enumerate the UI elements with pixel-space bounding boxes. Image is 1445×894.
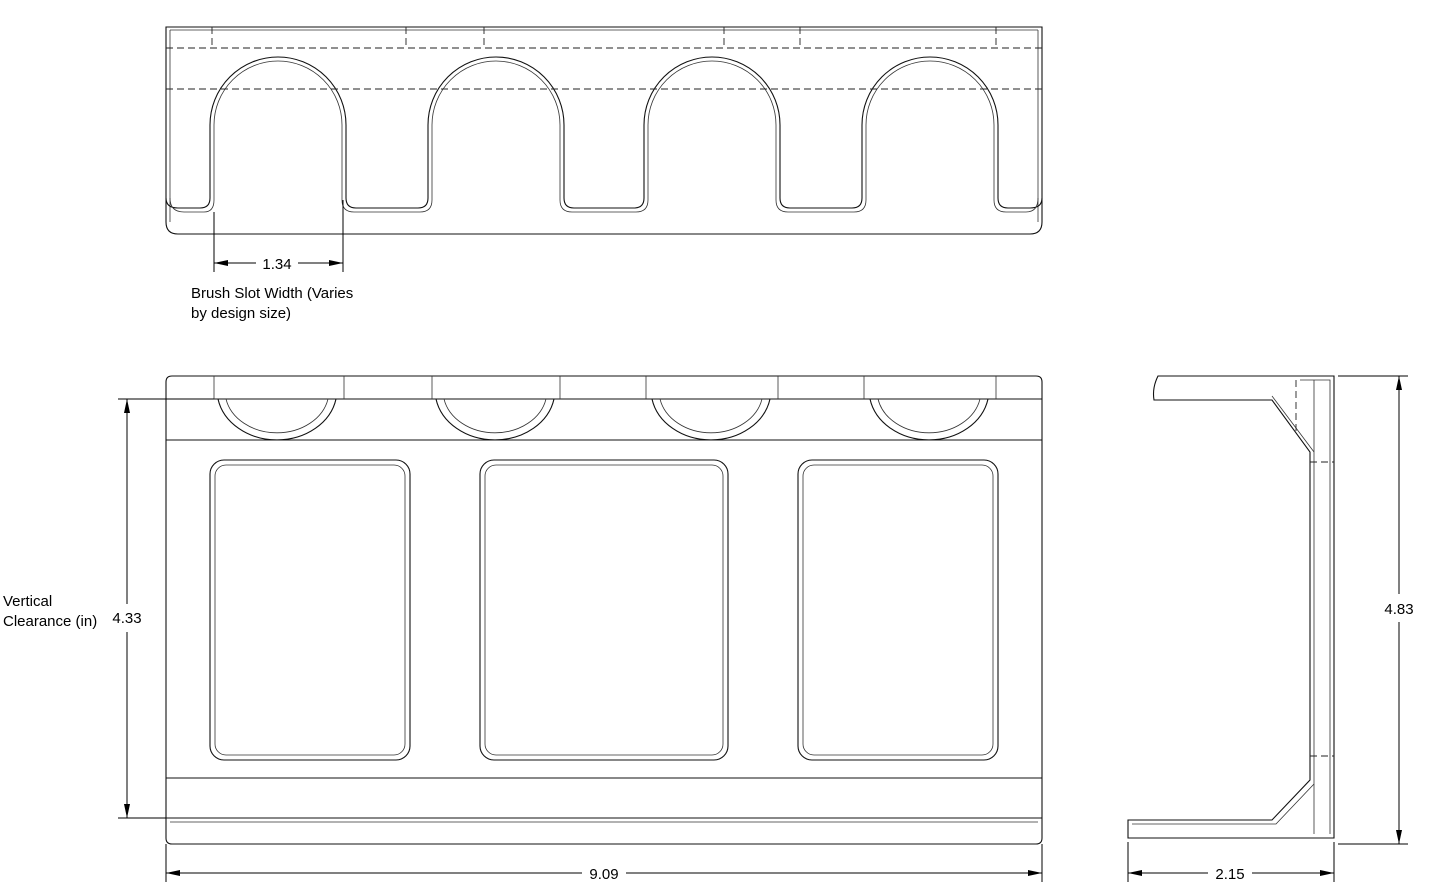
total-width-dimension: [165, 844, 1043, 882]
depth-dimension: [1127, 842, 1335, 882]
clearance-label-line1: Vertical: [3, 593, 52, 610]
side-view: [1127, 375, 1335, 839]
clearance-value: 4.33: [112, 610, 141, 627]
slot-width-value: 1.34: [262, 256, 291, 273]
clearance-label-line2: Clearance (in): [3, 613, 97, 630]
clearance-dimension: [118, 398, 214, 819]
total-width-value: 9.09: [589, 866, 618, 883]
front-view: [165, 375, 1043, 845]
slot-note-line1: Brush Slot Width (Varies: [191, 285, 353, 302]
top-view: [165, 26, 1043, 235]
side-height-value: 4.83: [1384, 601, 1413, 618]
side-height-dimension: [1338, 375, 1408, 845]
slot-width-dimension: [213, 200, 344, 272]
depth-value: 2.15: [1215, 866, 1244, 883]
slot-note-line2: by design size): [191, 305, 291, 322]
